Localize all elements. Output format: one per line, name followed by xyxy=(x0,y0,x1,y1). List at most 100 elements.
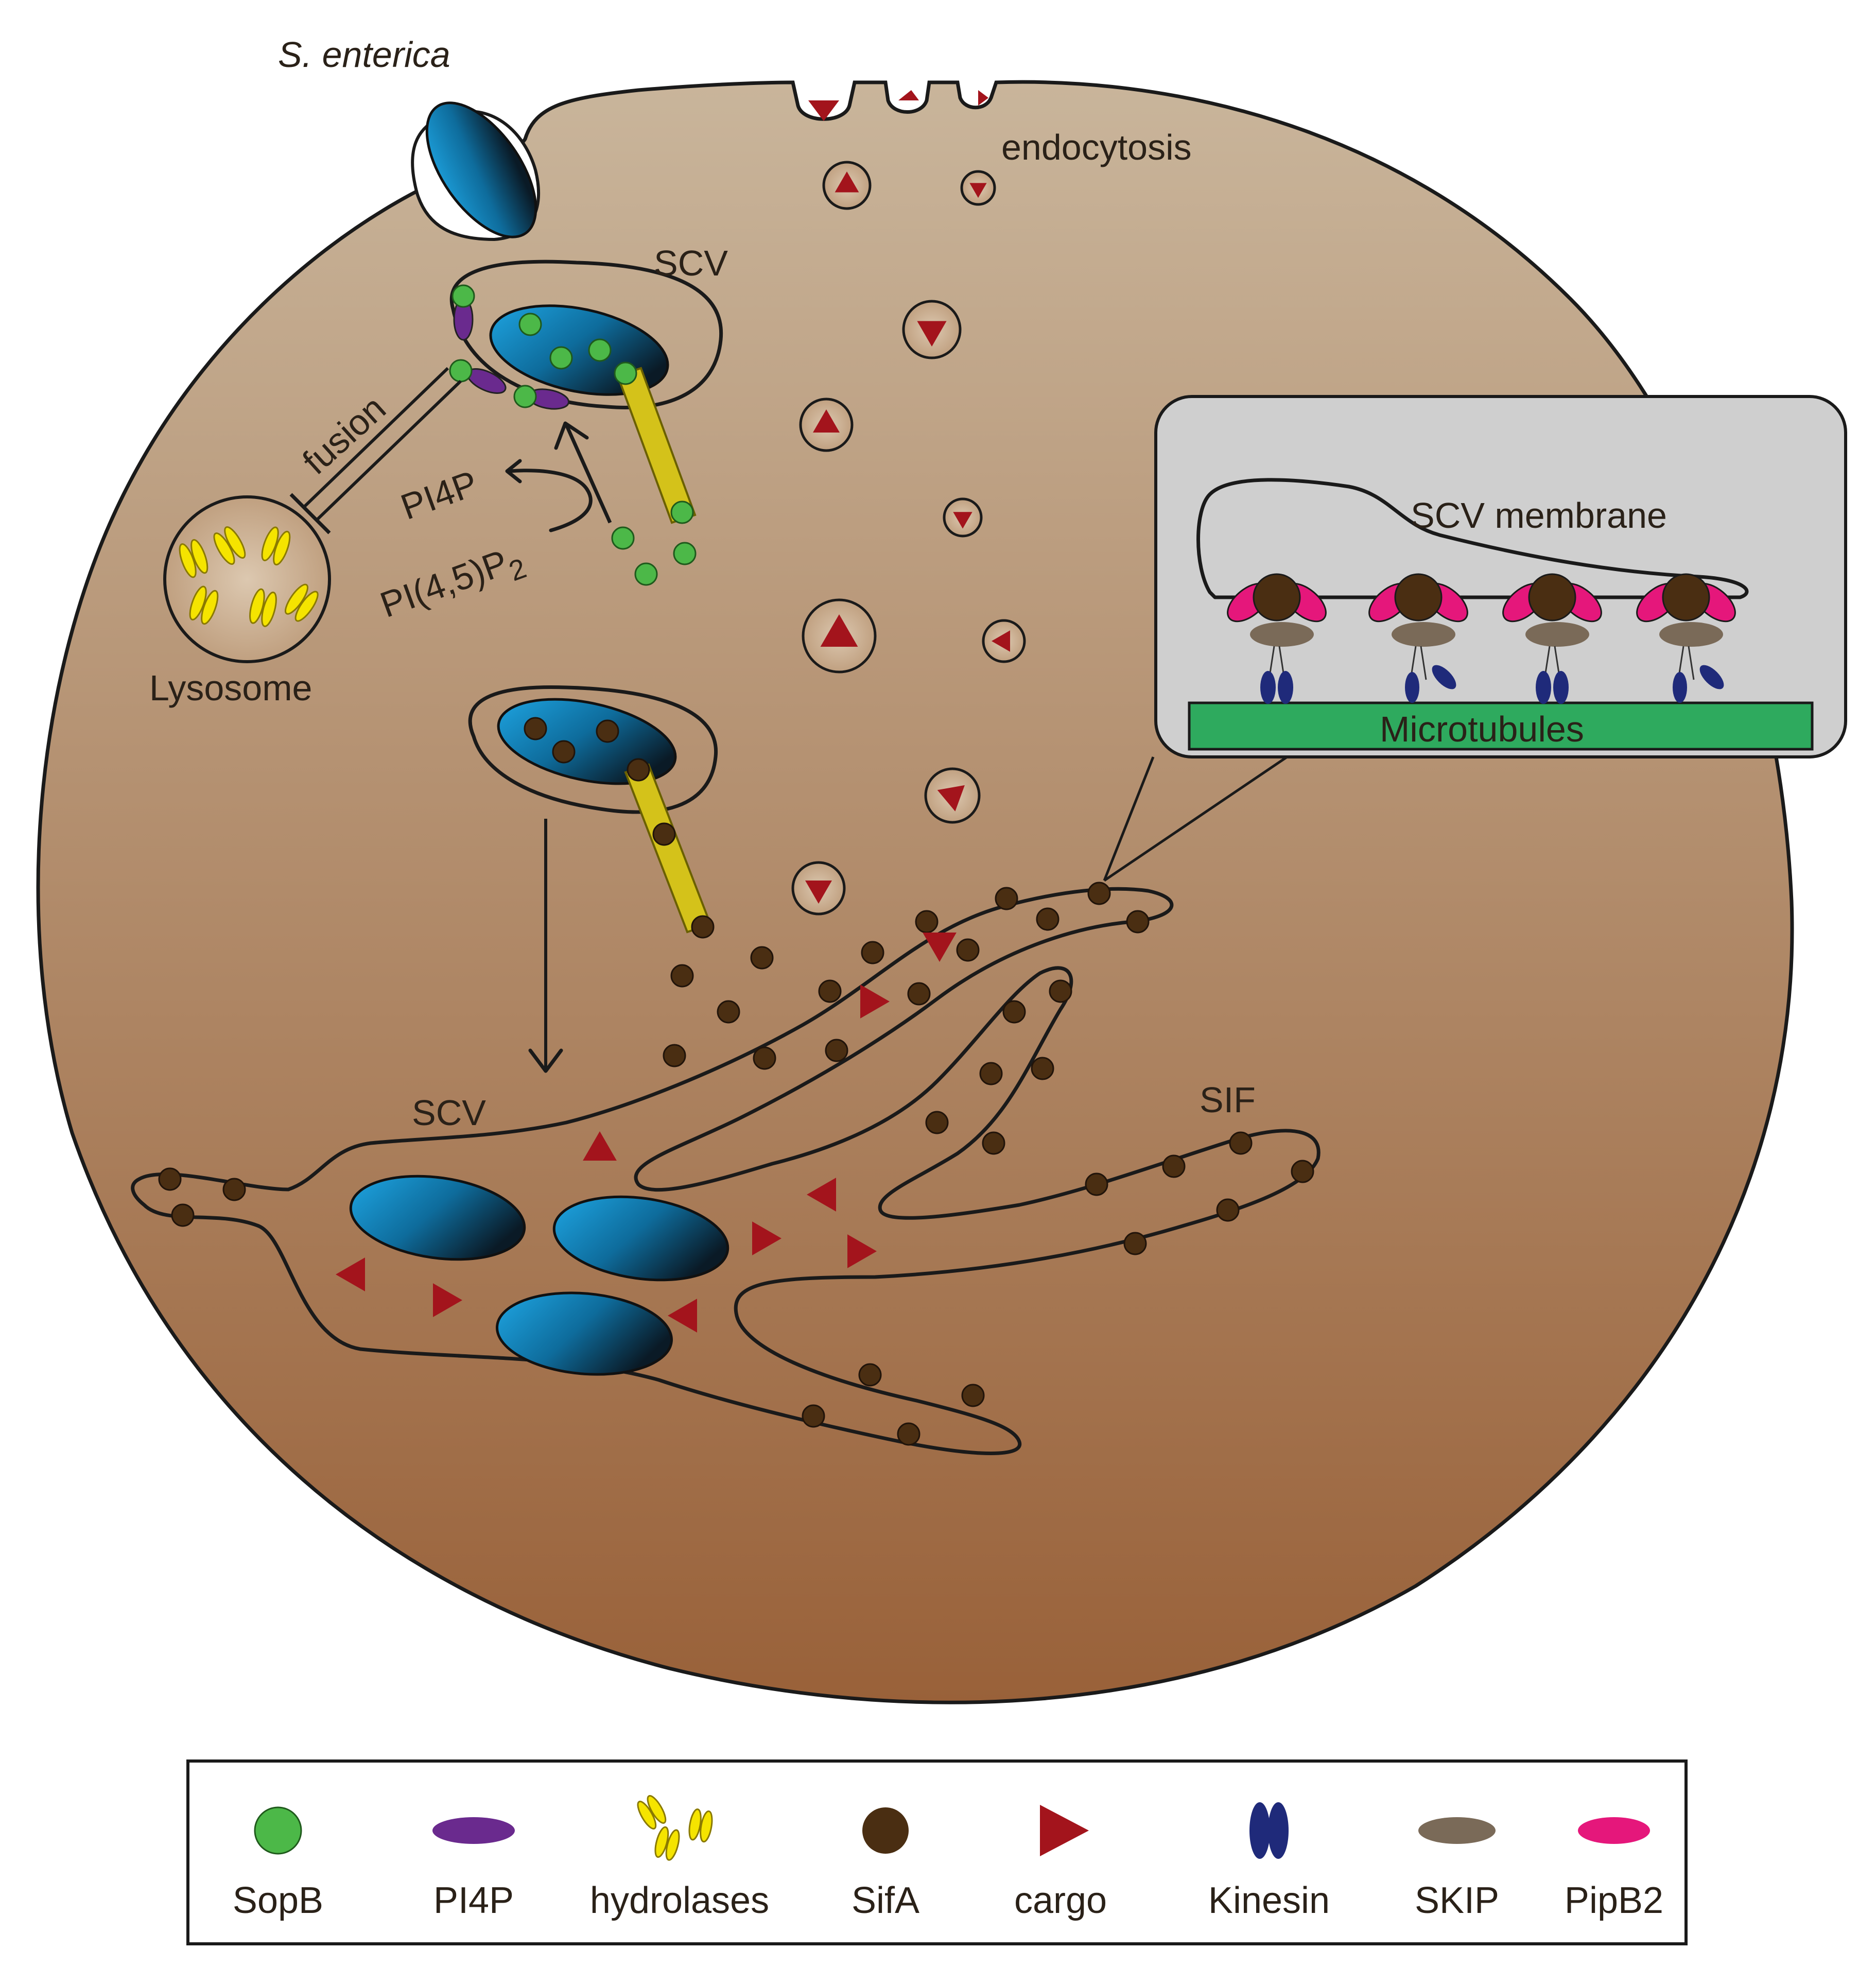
sif-cargo xyxy=(336,933,957,1333)
legend-label-pi4p: PI4P xyxy=(433,1880,514,1921)
cargo-triangle xyxy=(835,171,859,193)
sopb-dot xyxy=(549,346,573,370)
sifa-dot xyxy=(1229,1131,1253,1155)
cargo-triangle xyxy=(992,630,1010,652)
kinesin-head xyxy=(1553,671,1569,704)
sifa-dot xyxy=(1031,1057,1054,1080)
kinesin-head xyxy=(1432,665,1456,689)
sifa-dot xyxy=(907,982,931,1006)
sifa-dot xyxy=(158,1167,182,1191)
bacterium-label: S. enterica xyxy=(278,34,450,75)
sifa-dot xyxy=(818,979,842,1003)
legend-item-pipb2: PipB2 xyxy=(1565,1817,1663,1921)
hydrolase xyxy=(213,532,235,565)
skip-swatch-icon xyxy=(1418,1817,1496,1844)
hydrolase xyxy=(273,530,291,566)
legend-item-kinesin: Kinesin xyxy=(1208,1802,1330,1921)
sifa-dot xyxy=(670,964,694,988)
sifa-dot xyxy=(596,719,619,743)
endocytic-vesicle xyxy=(924,767,981,824)
hydrolase-pair xyxy=(249,588,277,627)
pi-conversion-arrows xyxy=(505,421,612,532)
endocytic-vesicle xyxy=(799,398,854,452)
skip xyxy=(1525,622,1589,647)
cargo-triangle xyxy=(847,1234,877,1268)
endocytic-vesicle xyxy=(822,161,872,210)
sifa-dot xyxy=(753,1046,776,1070)
sifa-dot xyxy=(925,1111,949,1134)
motor-complex xyxy=(1227,573,1327,704)
sopb-swatch-icon xyxy=(254,1806,302,1855)
sifa-dot xyxy=(1087,882,1111,905)
sifa-dot xyxy=(1123,1232,1147,1255)
hydrolase-pair xyxy=(285,583,319,622)
sifa-dot xyxy=(1002,1000,1026,1024)
cargo-triangle xyxy=(969,183,987,198)
sifa-dot xyxy=(750,946,774,970)
endocytic-vesicle xyxy=(982,619,1026,663)
inset-panel xyxy=(1154,395,1847,758)
hydrolase xyxy=(179,543,197,578)
sifa-dot xyxy=(1049,979,1072,1003)
legend-item-sifa: SifA xyxy=(852,1807,919,1921)
legend-label-skip: SKIP xyxy=(1415,1880,1499,1921)
fusion-inhibition xyxy=(289,367,462,534)
skip xyxy=(1659,622,1723,647)
maturation-arrow xyxy=(528,819,563,1073)
legend-item-skip: SKIP xyxy=(1415,1817,1499,1921)
sopb-dot xyxy=(614,361,637,385)
kinesin-head xyxy=(1536,671,1551,704)
hydrolase-pair xyxy=(213,526,246,565)
sopb-dot xyxy=(518,313,542,336)
cargo-triangle xyxy=(860,985,890,1019)
kinesin-swatch-icon xyxy=(1268,1802,1289,1859)
lysosome xyxy=(163,495,331,663)
legend-label-sopb: SopB xyxy=(233,1880,323,1921)
sifa-dot xyxy=(802,1404,825,1428)
sifa-swatch-icon xyxy=(862,1807,909,1854)
endocytic-vesicle xyxy=(802,598,877,674)
sopb-dot xyxy=(611,526,635,550)
microtubule-bar xyxy=(1188,701,1814,751)
kinesin-stalk xyxy=(1688,646,1695,680)
sifa xyxy=(1253,573,1301,622)
cargo-swatch-icon xyxy=(1040,1805,1089,1856)
scv-bacterium xyxy=(496,1291,673,1376)
sopb-dot xyxy=(634,562,658,586)
sopb-dot xyxy=(451,284,475,308)
endocytic-vesicle xyxy=(902,300,962,359)
cargo-triangle xyxy=(813,409,840,433)
hydrolase xyxy=(647,1795,667,1824)
inset-zoom-lines xyxy=(1103,755,1288,882)
sifa-dot xyxy=(552,740,576,764)
sifa-dot xyxy=(1291,1160,1314,1183)
sifa-dot xyxy=(1162,1154,1186,1178)
cargo-triangle xyxy=(923,933,957,962)
endocytic-vesicles xyxy=(791,161,1026,916)
sifa-dot xyxy=(915,910,939,934)
sopb-dots xyxy=(449,284,697,586)
hydrolases-swatch-icon xyxy=(688,1808,713,1843)
hydrolase xyxy=(665,1829,680,1861)
hydrolase xyxy=(700,1810,713,1843)
invading-bacterium xyxy=(411,101,541,241)
kinesin-head xyxy=(1260,671,1276,704)
legend-item-cargo: cargo xyxy=(1014,1805,1107,1921)
sifa-dot xyxy=(1216,1198,1240,1222)
pipb2-swatch-icon xyxy=(1578,1817,1650,1844)
sifa-dot xyxy=(652,822,676,846)
kinesin-head xyxy=(1699,665,1724,689)
scv-pi4p-patches xyxy=(453,298,570,410)
endocytosis-label: endocytosis xyxy=(1001,127,1192,167)
sifa xyxy=(1528,573,1576,622)
scv-late-bacteria xyxy=(349,1175,729,1376)
scv-bottom-label: SCV xyxy=(412,1093,486,1133)
inset-membrane-label: SCV membrane xyxy=(1411,495,1667,536)
skip xyxy=(1250,622,1314,647)
endocytic-vesicle xyxy=(791,861,846,916)
sopb-dot xyxy=(449,359,473,383)
cargo-triangle xyxy=(336,1257,365,1291)
sopb-dot xyxy=(513,385,537,408)
